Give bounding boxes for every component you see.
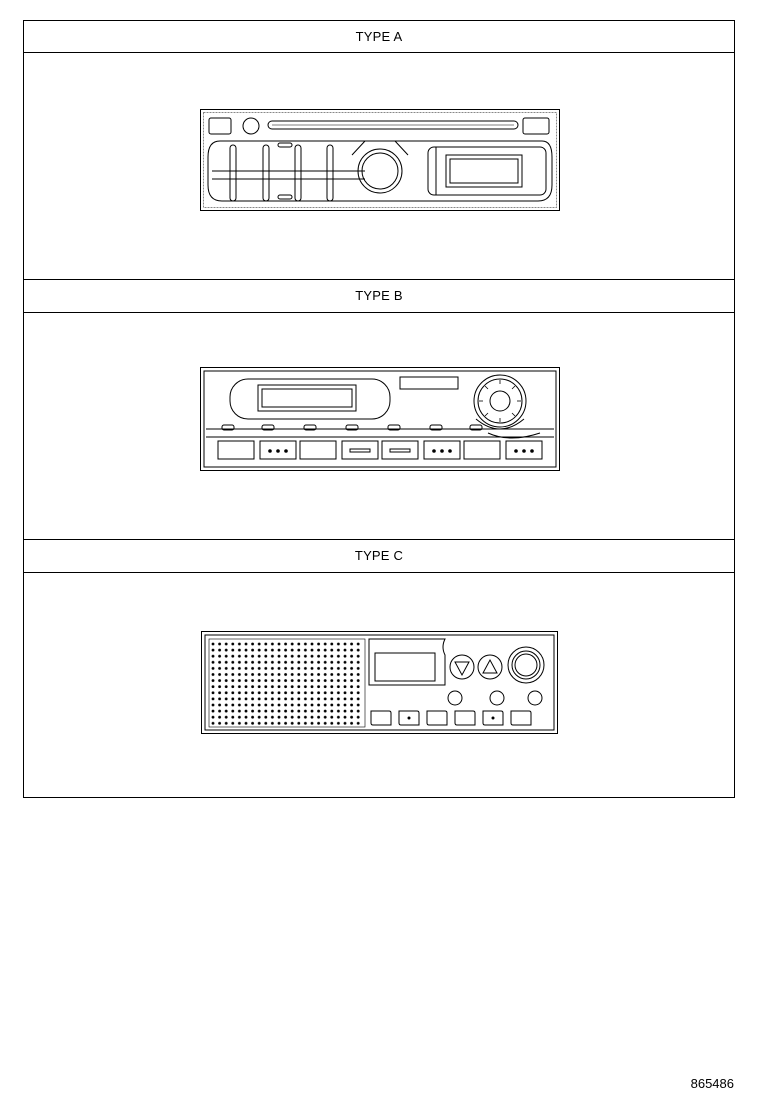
section-header-type-b: TYPE B xyxy=(24,279,734,313)
section-body-type-a xyxy=(24,53,734,279)
radio-type-c-illustration xyxy=(201,631,558,734)
figure-number: 865486 xyxy=(690,1076,734,1091)
section-body-type-c xyxy=(24,573,734,797)
section-title: TYPE C xyxy=(354,548,404,563)
radio-type-a-illustration xyxy=(200,109,560,211)
section-title: TYPE A xyxy=(355,29,403,44)
section-header-type-a: TYPE A xyxy=(24,21,734,53)
speaker-grille xyxy=(211,642,363,726)
section-header-type-c: TYPE C xyxy=(24,539,734,573)
radio-type-b-illustration xyxy=(200,367,560,471)
diagram-frame: TYPE A xyxy=(23,20,735,798)
section-body-type-b xyxy=(24,313,734,539)
section-title: TYPE B xyxy=(355,288,403,303)
